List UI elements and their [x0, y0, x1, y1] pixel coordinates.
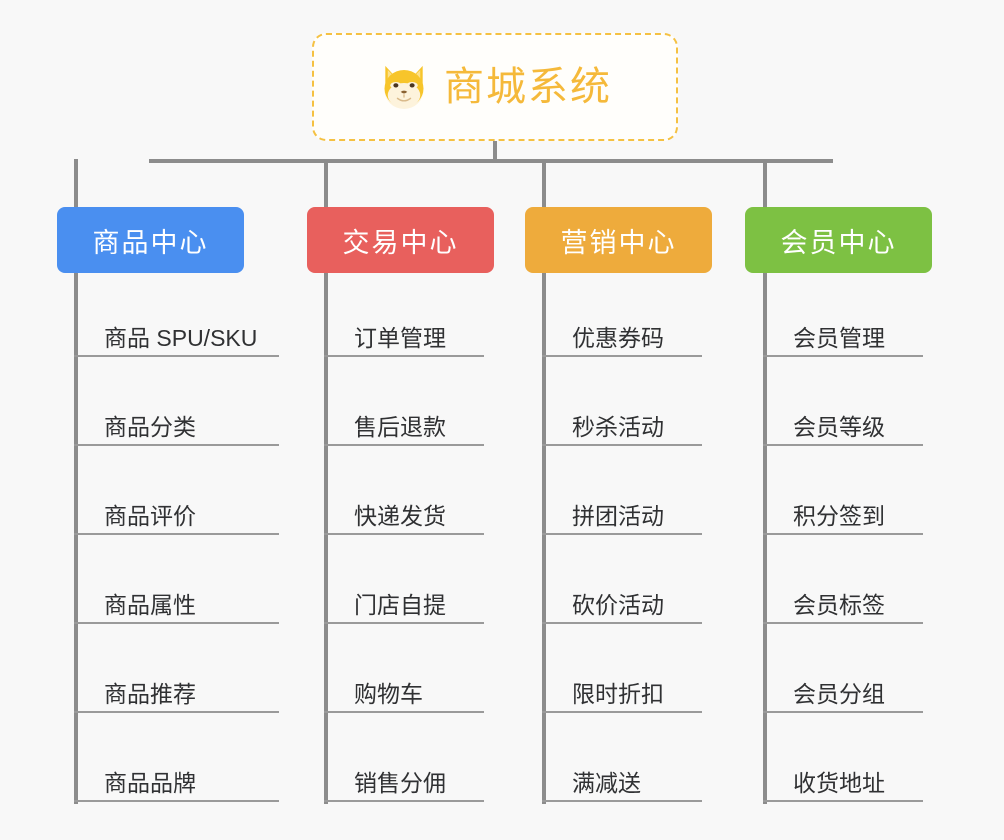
leaf-item-label: 订单管理 [354, 325, 446, 352]
leaf-item-label: 会员分组 [793, 681, 885, 708]
leaf-item[interactable]: 商品 SPU/SKU [74, 317, 279, 357]
leaf-item-label: 砍价活动 [572, 592, 664, 619]
leaf-item[interactable]: 商品评价 [74, 495, 279, 535]
branch-drop-connector [74, 159, 78, 207]
leaf-item-label: 商品评价 [104, 503, 196, 530]
leaf-item[interactable]: 限时折扣 [542, 673, 702, 713]
leaf-spine-connector [763, 273, 767, 804]
leaf-item-label: 会员管理 [793, 325, 885, 352]
leaf-item-label: 销售分佣 [354, 770, 446, 797]
leaf-item-label: 商品属性 [104, 592, 196, 619]
leaf-item-label: 门店自提 [354, 592, 446, 619]
leaf-item[interactable]: 快递发货 [324, 495, 484, 535]
leaf-item[interactable]: 商品分类 [74, 406, 279, 446]
leaf-item[interactable]: 销售分佣 [324, 762, 484, 802]
leaf-item[interactable]: 会员管理 [763, 317, 923, 357]
leaf-item-label: 会员标签 [793, 592, 885, 619]
leaf-item[interactable]: 订单管理 [324, 317, 484, 357]
leaf-item-label: 秒杀活动 [572, 414, 664, 441]
leaf-item[interactable]: 满减送 [542, 762, 702, 802]
leaf-item[interactable]: 商品推荐 [74, 673, 279, 713]
category-box-1[interactable]: 商品中心 [57, 207, 244, 273]
leaf-item-label: 拼团活动 [572, 503, 664, 530]
leaf-spine-connector [324, 273, 328, 804]
leaf-item[interactable]: 积分签到 [763, 495, 923, 535]
branch-drop-connector [324, 159, 328, 207]
leaf-item[interactable]: 购物车 [324, 673, 484, 713]
leaf-item-label: 商品推荐 [104, 681, 196, 708]
category-box-4[interactable]: 会员中心 [745, 207, 932, 273]
leaf-item[interactable]: 会员标签 [763, 584, 923, 624]
leaf-item[interactable]: 收货地址 [763, 762, 923, 802]
leaf-item-label: 售后退款 [354, 414, 446, 441]
leaf-item-label: 满减送 [572, 770, 641, 797]
leaf-spine-connector [74, 273, 78, 804]
category-label: 会员中心 [780, 227, 897, 258]
shiba-inu-dog-face-icon [378, 61, 430, 113]
leaf-item[interactable]: 售后退款 [324, 406, 484, 446]
branch-drop-connector [763, 159, 767, 207]
root-title: 商城系统 [444, 65, 612, 109]
leaf-item-label: 会员等级 [793, 414, 885, 441]
leaf-item[interactable]: 会员等级 [763, 406, 923, 446]
leaf-item[interactable]: 商品属性 [74, 584, 279, 624]
leaf-item-label: 优惠券码 [572, 325, 664, 352]
leaf-item-label: 商品 SPU/SKU [104, 325, 258, 352]
category-label: 交易中心 [342, 227, 459, 258]
branch-drop-connector [542, 159, 546, 207]
leaf-item-label: 商品分类 [104, 414, 196, 441]
leaf-item[interactable]: 秒杀活动 [542, 406, 702, 446]
category-label: 商品中心 [92, 227, 209, 258]
leaf-item[interactable]: 优惠券码 [542, 317, 702, 357]
category-box-3[interactable]: 营销中心 [525, 207, 712, 273]
category-box-2[interactable]: 交易中心 [307, 207, 494, 273]
leaf-item-label: 购物车 [354, 681, 423, 708]
leaf-item[interactable]: 门店自提 [324, 584, 484, 624]
leaf-spine-connector [542, 273, 546, 804]
leaf-item[interactable]: 商品品牌 [74, 762, 279, 802]
leaf-item-label: 收货地址 [793, 770, 885, 797]
root-node[interactable]: 商城系统 [312, 33, 678, 141]
leaf-item[interactable]: 会员分组 [763, 673, 923, 713]
category-label: 营销中心 [560, 227, 677, 258]
leaf-item-label: 积分签到 [793, 503, 885, 530]
leaf-item[interactable]: 拼团活动 [542, 495, 702, 535]
leaf-item-label: 商品品牌 [104, 770, 196, 797]
leaf-item-label: 限时折扣 [572, 681, 664, 708]
root-stem-connector [493, 141, 497, 163]
horizontal-bus-connector [149, 159, 833, 163]
leaf-item[interactable]: 砍价活动 [542, 584, 702, 624]
leaf-item-label: 快递发货 [354, 503, 446, 530]
